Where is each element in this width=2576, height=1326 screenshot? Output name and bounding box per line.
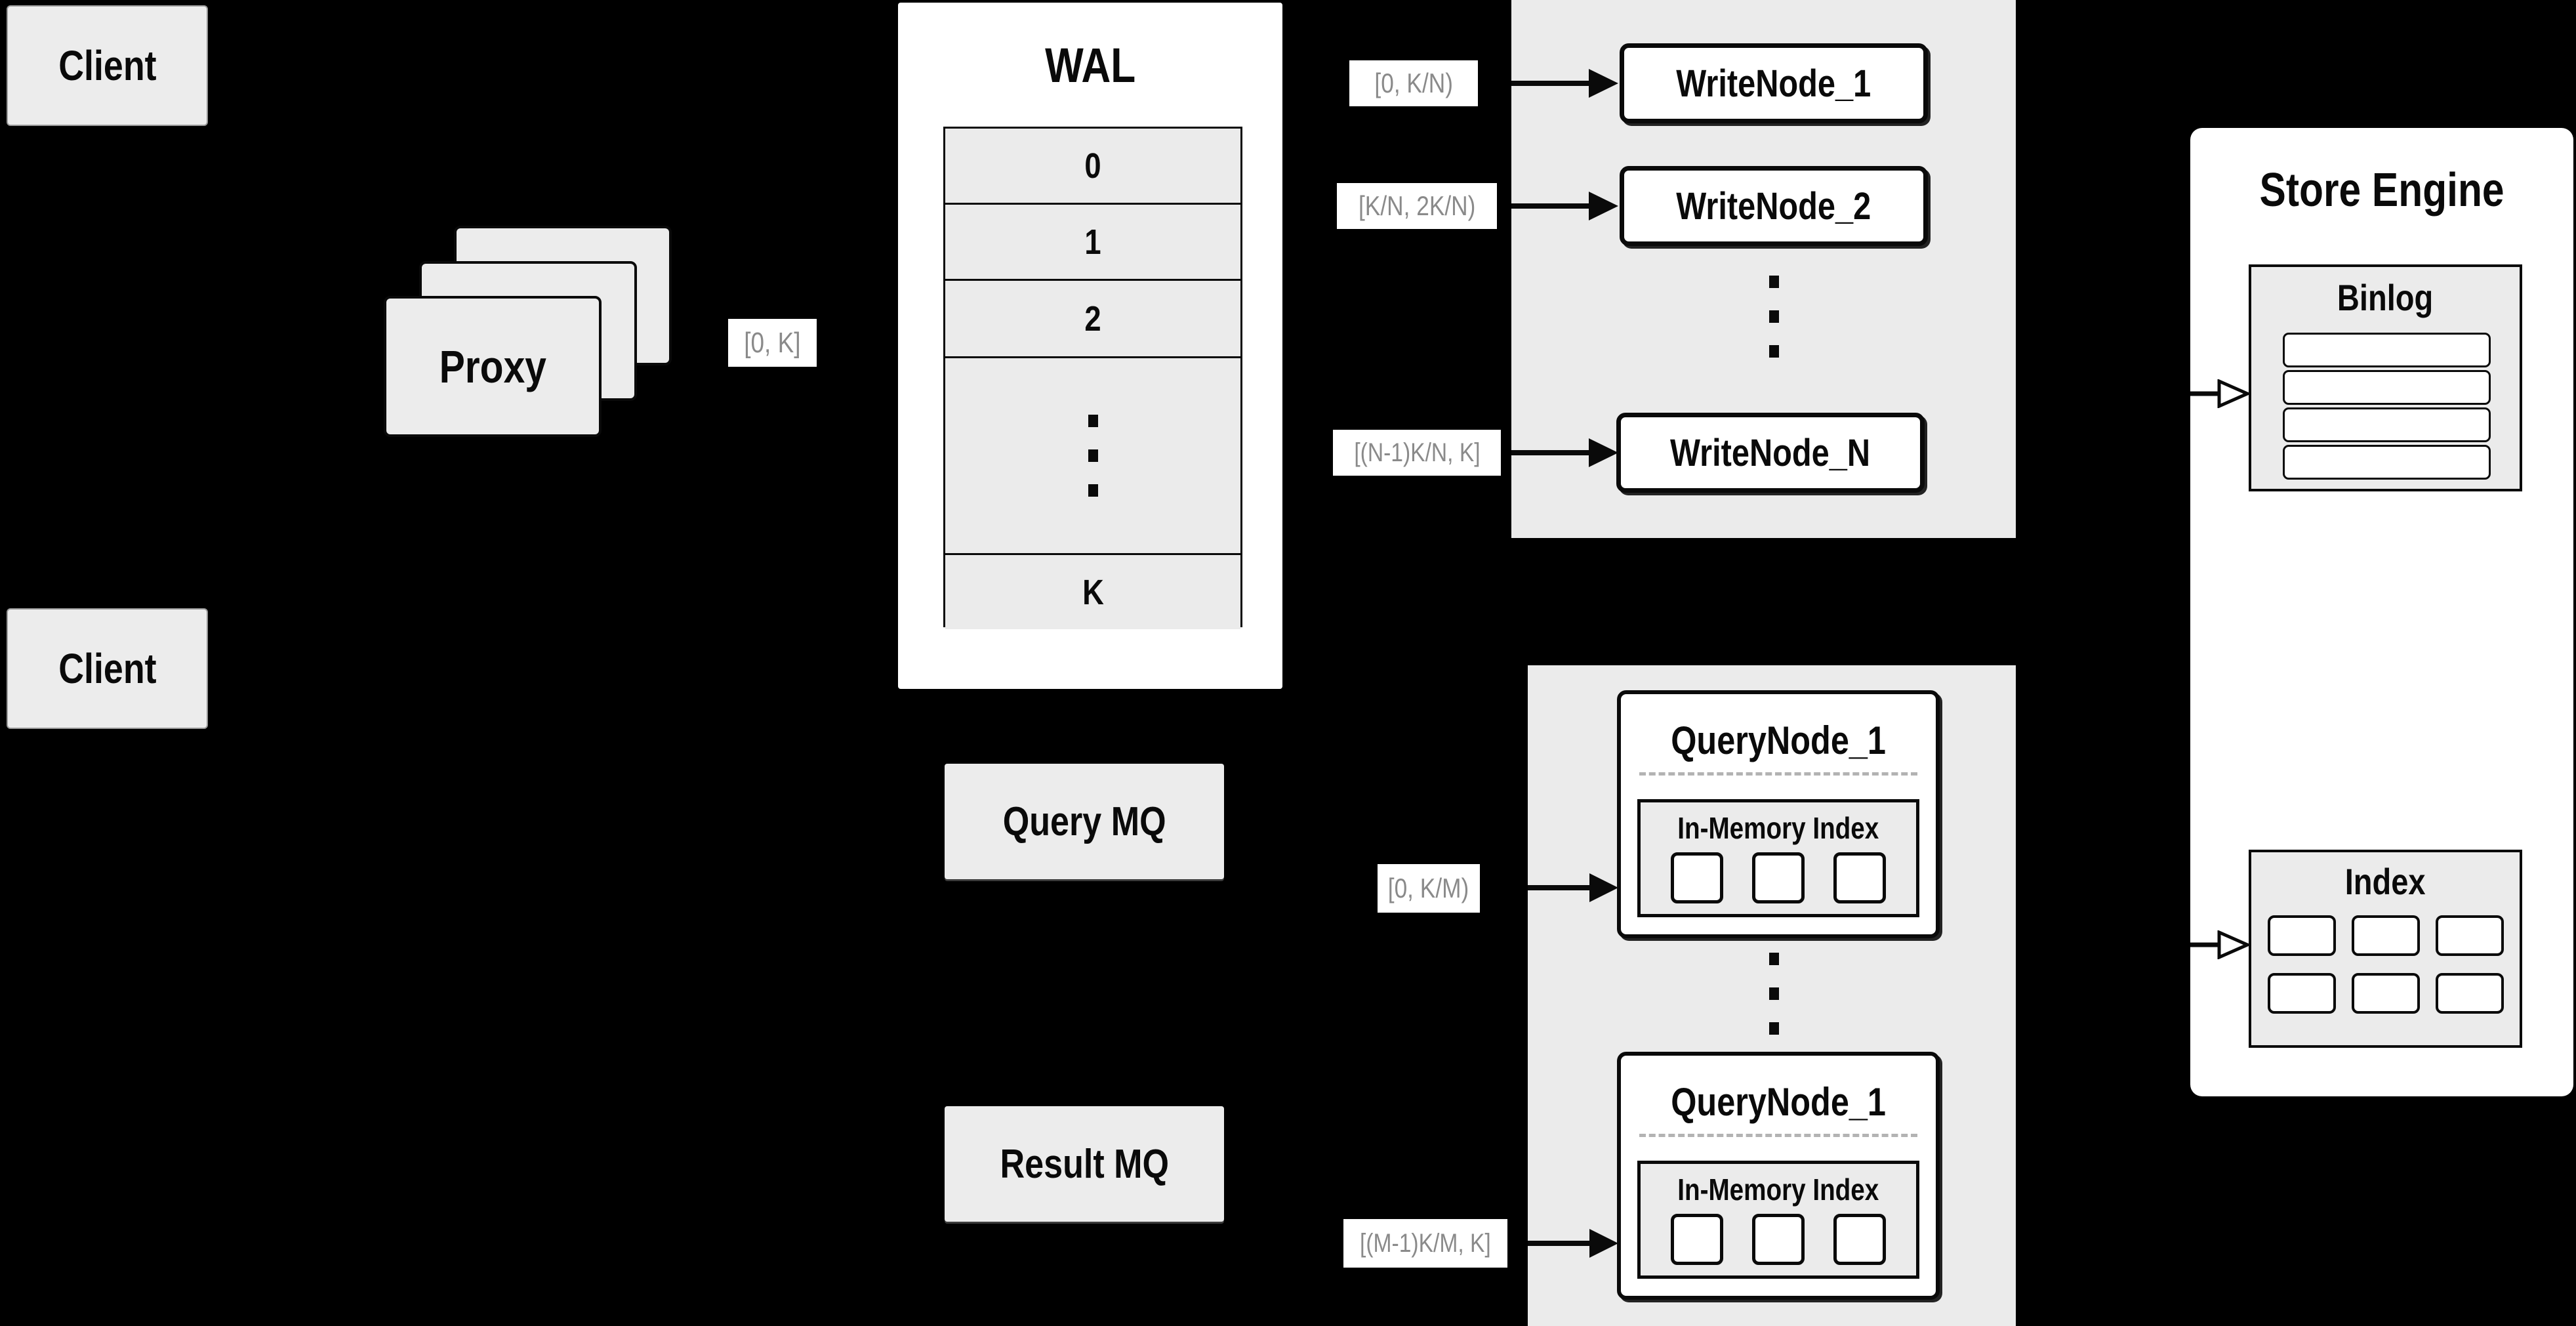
wal-title: WAL — [1044, 37, 1136, 93]
binlog-row — [2283, 407, 2491, 442]
in-memory-index-bottom-box: In-Memory Index — [1637, 1161, 1919, 1279]
in-memory-index-top-box: In-Memory Index — [1637, 799, 1919, 917]
write-range-label-2: [K/N, 2K/N) — [1337, 183, 1497, 229]
query-mq-label: Query MQ — [1002, 798, 1166, 844]
proxy-range-label: [0, K] — [728, 319, 817, 367]
arrow-querynode-top — [1528, 873, 1618, 902]
binlog-title: Binlog — [2337, 276, 2434, 318]
binlog-row — [2283, 333, 2491, 367]
proxy-label: Proxy — [439, 341, 546, 392]
writenode-2-box: WriteNode_2 — [1620, 166, 1928, 246]
querynode-bottom-title: QueryNode_1 — [1671, 1079, 1886, 1124]
index-cell — [2435, 973, 2504, 1014]
result-mq-box: Result MQ — [945, 1106, 1224, 1222]
client-top-label: Client — [58, 42, 157, 89]
wal-row-2: 2 — [945, 279, 1240, 356]
segment-square — [1752, 1214, 1805, 1265]
arrow-writenode-1 — [1511, 69, 1618, 98]
querynode-bottom-divider — [1639, 1134, 1917, 1137]
segment-square — [1833, 852, 1886, 903]
write-range-label-n: [(N-1)K/N, K] — [1333, 430, 1501, 476]
querynode-bottom-box: QueryNode_1 In-Memory Index — [1617, 1052, 1940, 1300]
client-box-bottom: Client — [7, 608, 208, 729]
vertical-ellipsis — [1088, 415, 1098, 497]
index-cell — [2351, 915, 2420, 956]
binlog-rows — [2283, 333, 2491, 482]
wal-row-0: 0 — [945, 129, 1240, 203]
binlog-row — [2283, 370, 2491, 405]
in-memory-index-bottom-title: In-Memory Index — [1677, 1172, 1879, 1207]
index-cell — [2267, 973, 2336, 1014]
client-box-top: Client — [7, 5, 208, 126]
query-range-label-m: [(M-1)K/M, K] — [1343, 1219, 1507, 1268]
index-title: Index — [2345, 860, 2426, 902]
segment-squares — [1641, 1214, 1916, 1265]
index-cell — [2351, 973, 2420, 1014]
segment-square — [1671, 852, 1723, 903]
index-cell — [2267, 915, 2336, 956]
client-bottom-label: Client — [58, 645, 157, 692]
arrow-index — [2190, 930, 2251, 959]
query-range-label-1: [0, K/M) — [1378, 864, 1480, 913]
store-engine-title: Store Engine — [2259, 164, 2504, 217]
segment-square — [1671, 1214, 1723, 1265]
binlog-row — [2283, 445, 2491, 480]
result-mq-label: Result MQ — [1000, 1141, 1169, 1187]
arrow-writenode-2 — [1511, 192, 1618, 220]
arrow-binlog — [2190, 379, 2251, 408]
query-nodes-ellipsis — [1769, 953, 1779, 1035]
index-cells-row-1 — [2251, 915, 2520, 956]
querynode-top-box: QueryNode_1 In-Memory Index — [1617, 690, 1940, 938]
wal-row-ellipsis — [945, 356, 1240, 553]
write-nodes-ellipsis — [1769, 276, 1779, 358]
wal-row-k: K — [945, 553, 1240, 629]
store-engine-panel: Store Engine Binlog Index — [2190, 128, 2573, 1096]
writenode-n-box: WriteNode_N — [1616, 413, 1925, 493]
wal-row-1: 1 — [945, 203, 1240, 279]
querynode-top-title: QueryNode_1 — [1671, 718, 1886, 762]
index-box: Index — [2249, 850, 2522, 1048]
segment-square — [1752, 852, 1805, 903]
querynode-top-divider — [1639, 772, 1917, 776]
index-cell — [2435, 915, 2504, 956]
proxy-box: Proxy — [384, 296, 602, 437]
wal-table: 0 1 2 K — [943, 127, 1242, 629]
arrow-writenode-n — [1511, 438, 1618, 467]
write-range-label-1: [0, K/N) — [1349, 60, 1478, 106]
index-cells-row-2 — [2251, 973, 2520, 1014]
segment-squares — [1641, 852, 1916, 903]
query-mq-box: Query MQ — [945, 764, 1224, 879]
wal-panel: WAL 0 1 2 K — [898, 3, 1282, 689]
writenode-1-box: WriteNode_1 — [1620, 43, 1928, 123]
binlog-box: Binlog — [2249, 264, 2522, 491]
arrow-querynode-bottom — [1528, 1229, 1618, 1258]
in-memory-index-top-title: In-Memory Index — [1677, 811, 1879, 845]
segment-square — [1833, 1214, 1886, 1265]
